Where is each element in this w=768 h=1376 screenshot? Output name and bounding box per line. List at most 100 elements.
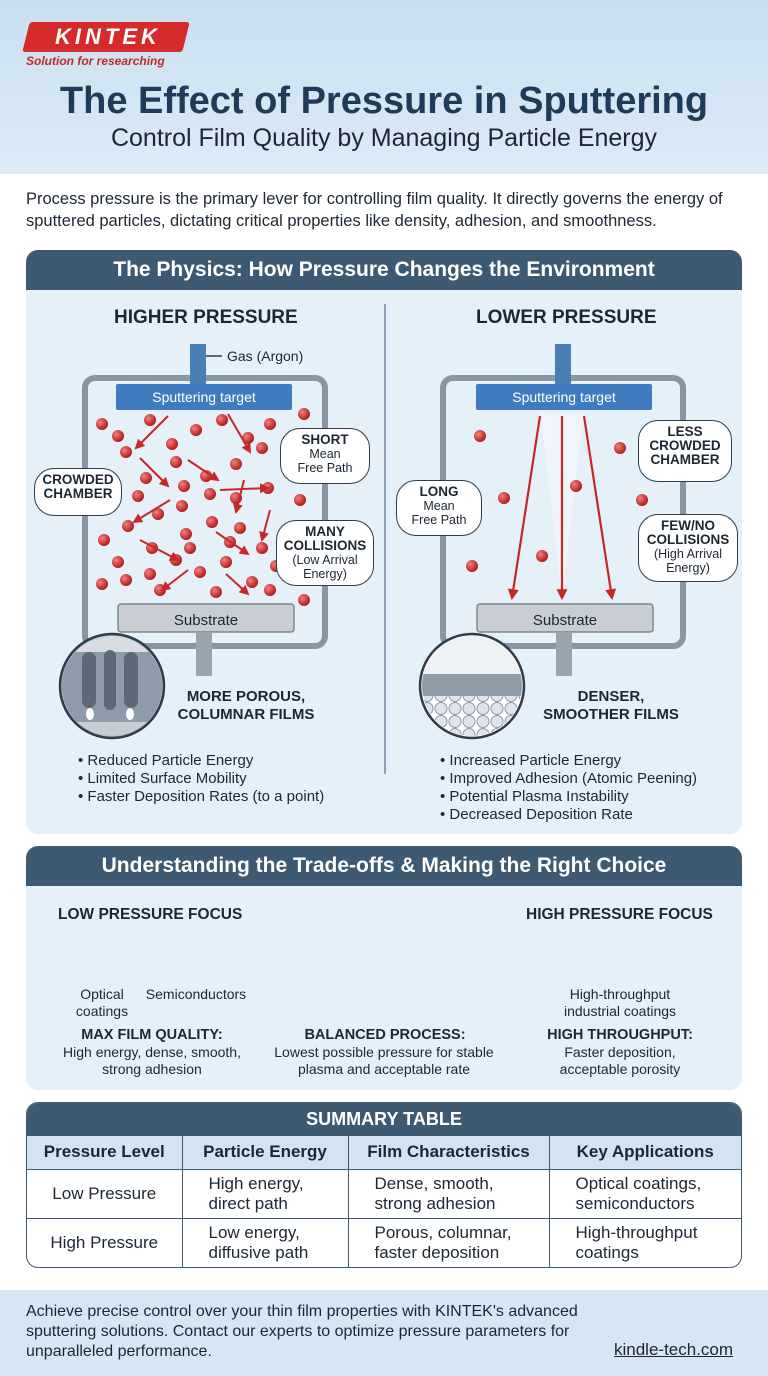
gas-particle [140,472,152,484]
table-cell: Porous, columnar,faster deposition [348,1218,550,1267]
target-label-left: Sputtering target [152,389,256,405]
gas-particle [570,480,582,492]
physics-heading: The Physics: How Pressure Changes the En… [26,250,742,290]
summary-panel: SUMMARY TABLE Pressure Level Particle En… [26,1102,742,1268]
substrate-label-left: Substrate [173,612,239,629]
bullet: Limited Surface Mobility [78,770,378,788]
table-cell: Low energy,diffusive path [182,1218,349,1267]
column-header: Key Applications [549,1136,741,1170]
gas-particle [120,574,132,586]
gas-particle [220,556,232,568]
gas-particle [180,528,192,540]
bullet: Potential Plasma Instability [440,788,740,806]
target-label-right: Sputtering target [512,389,616,405]
collision-arrow [215,531,250,556]
column-header: Film Characteristics [348,1136,550,1170]
table-cell: High energy,direct path [182,1169,349,1219]
collision-arrow [259,509,271,542]
column-divider [384,304,386,774]
gas-particle [498,492,510,504]
higher-pressure-title: HIGHER PRESSURE [114,307,298,328]
gas-particle [176,500,188,512]
gas-particle [178,480,190,492]
gas-particle [204,488,216,500]
table-row: Low Pressure High energy,direct path Den… [27,1169,741,1219]
dense-film-label: DENSER,SMOOTHER FILMS [543,688,679,723]
lower-pressure-title: LOWER PRESSURE [476,307,657,328]
summary-table: Pressure Level Particle Energy Film Char… [27,1136,741,1267]
column-header: Pressure Level [27,1136,183,1170]
gas-particle [242,432,254,444]
gas-particle [166,438,178,450]
gas-particle [96,578,108,590]
high-pressure-chamber [82,344,328,676]
gas-particle [122,520,134,532]
gas-particle [210,586,222,598]
collision-arrow [227,413,252,454]
gas-particle [132,490,144,502]
dense-film-magnifier [418,632,526,740]
gas-particle [112,556,124,568]
website-link[interactable]: kindle-tech.com [614,1340,734,1359]
collision-arrow [139,539,180,561]
gas-particle [264,584,276,596]
gas-particle [234,522,246,534]
collision-arrow [132,499,171,524]
semiconductors-label: Semiconductors [145,986,247,1002]
low-pressure-chamber [440,344,686,676]
bullet: Decreased Deposition Rate [440,806,740,824]
gas-particle [190,424,202,436]
bullet: Reduced Particle Energy [78,752,378,770]
collision-arrow [219,483,270,494]
table-cell: Optical coatings,semiconductors [549,1169,741,1219]
table-cell: Low Pressure [27,1169,183,1219]
gas-particle [170,456,182,468]
table-cell: Dense, smooth,strong adhesion [348,1169,550,1219]
gas-particle [256,442,268,454]
gas-particle [298,408,310,420]
gas-particle [112,430,124,442]
high-pressure-focus-title: HIGH PRESSURE FOCUS [526,906,713,923]
gas-particle [184,542,196,554]
collision-arrow [160,569,189,592]
tradeoffs-heading: Understanding the Trade-offs & Making th… [26,846,742,886]
throughput-label: HIGH THROUGHPUT: [547,1027,693,1043]
collision-arrow [187,459,220,482]
gas-particle [294,494,306,506]
gas-particle [96,418,108,430]
low-pressure-bullets: Increased Particle Energy Improved Adhes… [440,752,740,824]
gas-inlet-right [555,344,571,384]
tradeoffs-panel: Understanding the Trade-offs & Making th… [26,846,742,1090]
high-pressure-bullets: Reduced Particle Energy Limited Surface … [78,752,378,806]
gas-particle [216,414,228,426]
gas-particle [636,494,648,506]
throughput-desc: Faster deposition,acceptable porosity [559,1044,681,1077]
logo-tagline: Solution for researching [26,54,165,68]
gas-particle [536,550,548,562]
gas-particle [246,576,258,588]
gas-particle [230,458,242,470]
table-header-row: Pressure Level Particle Energy Film Char… [27,1136,741,1170]
gas-particle [298,594,310,606]
gas-particle [120,446,132,458]
gas-particle [152,508,164,520]
gas-particle [474,430,486,442]
bullet: Faster Deposition Rates (to a point) [78,788,378,806]
max-quality-label: MAX FILM QUALITY: [81,1027,223,1043]
collision-arrow [233,479,245,514]
gas-particle [194,566,206,578]
gas-particle [256,542,268,554]
collision-arrow [134,415,169,450]
sputtering-target-left [116,384,292,410]
column-header: Particle Energy [182,1136,349,1170]
gas-particle [144,414,156,426]
gas-particle [144,568,156,580]
intro-text: Process pressure is the primary lever fo… [26,190,723,230]
